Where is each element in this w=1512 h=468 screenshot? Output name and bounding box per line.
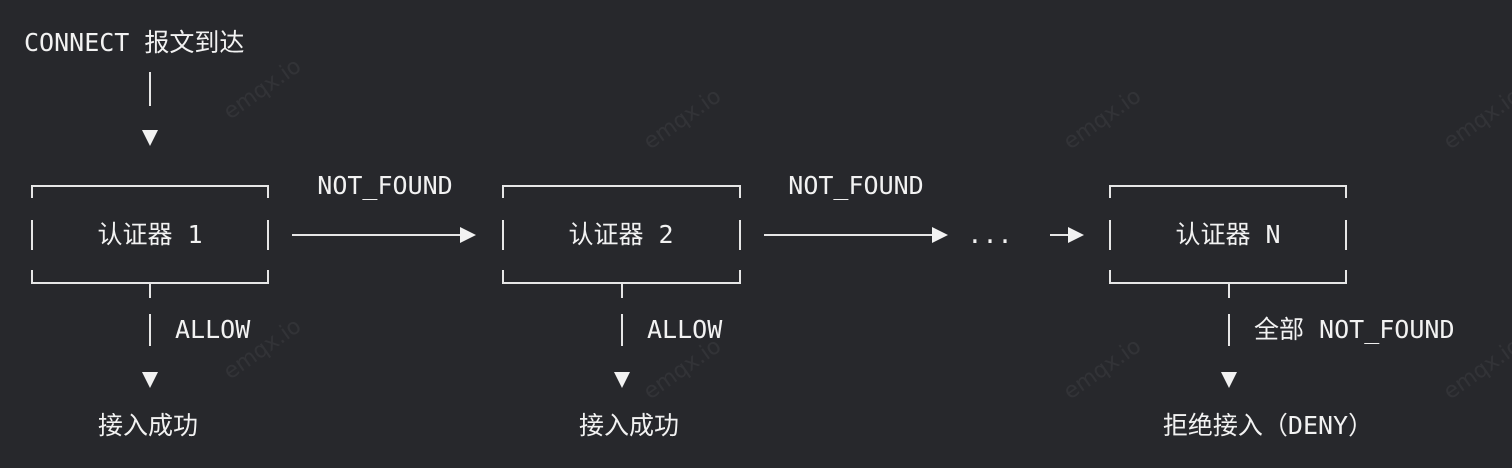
down-arrowhead <box>1221 372 1237 388</box>
box-bottom-bracket <box>1109 270 1347 284</box>
ellipsis: ... <box>967 220 1012 249</box>
box-top-bracket <box>502 185 741 198</box>
down-arrowhead <box>142 372 158 388</box>
watermark-text: emqx.io <box>639 334 726 405</box>
right-arrowhead <box>1068 227 1084 243</box>
allow-label: ALLOW <box>175 315 251 344</box>
watermark-text: emqx.io <box>1439 334 1512 405</box>
authenticator-label: 认证器 2 <box>568 220 673 249</box>
down-arrowhead <box>142 130 158 146</box>
right-arrowhead <box>932 227 948 243</box>
deny-result-label: 拒绝接入（DENY） <box>1163 411 1373 440</box>
result-label: 接入成功 <box>98 411 198 440</box>
all-not-found-label: 全部 NOT_FOUND <box>1254 315 1455 344</box>
watermark-text: emqx.io <box>1059 84 1146 155</box>
edge-label: NOT_FOUND <box>317 171 452 200</box>
authenticator-label: 认证器 1 <box>97 220 202 249</box>
authenticator-node-n: 认证器 N <box>1109 185 1347 284</box>
box-bottom-bracket <box>31 270 269 284</box>
watermark-text: emqx.io <box>1439 84 1512 155</box>
watermark-text: emqx.io <box>639 84 726 155</box>
allow-label: ALLOW <box>647 315 723 344</box>
start-label: CONNECT 报文到达 <box>24 28 244 57</box>
result-label: 接入成功 <box>579 411 679 440</box>
watermark-text: emqx.io <box>219 54 306 125</box>
authenticator-node-1: 认证器 1 <box>31 185 269 284</box>
down-arrowhead <box>614 372 630 388</box>
watermark-text: emqx.io <box>1059 334 1146 405</box>
authenticator-label: 认证器 N <box>1175 220 1280 249</box>
authenticator-node-2: 认证器 2 <box>502 185 741 284</box>
box-top-bracket <box>31 185 269 198</box>
box-top-bracket <box>1109 185 1347 198</box>
edge-label: NOT_FOUND <box>788 171 923 200</box>
box-bottom-bracket <box>502 270 741 284</box>
watermark-layer: emqx.io emqx.io emqx.io emqx.io emqx.io … <box>219 54 1512 405</box>
right-arrowhead <box>460 227 476 243</box>
